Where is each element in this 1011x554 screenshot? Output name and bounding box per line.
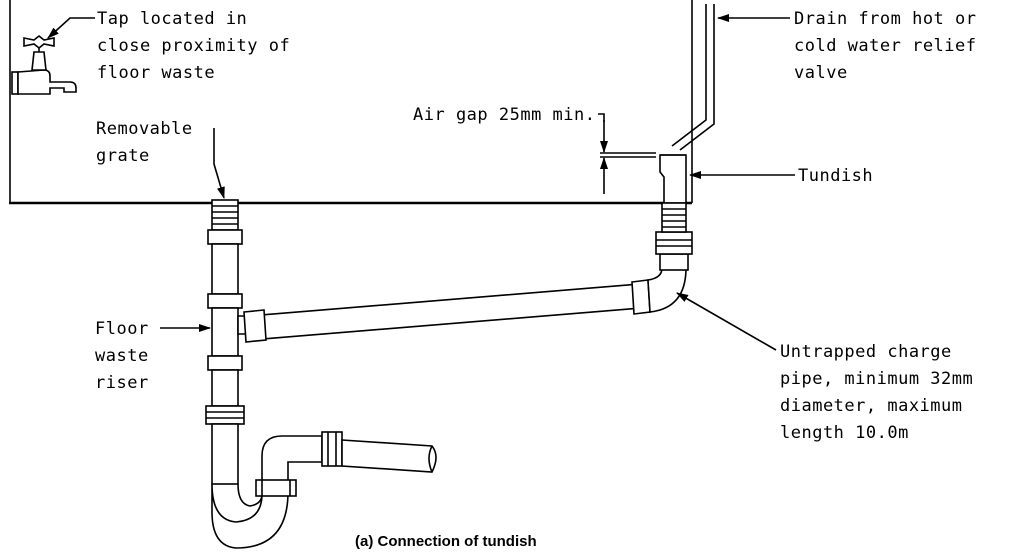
label-charge-pipe-line3: diameter, maximum: [780, 396, 963, 416]
label-tap: Tap located in close proximity of floor …: [97, 9, 290, 83]
label-charge-pipe-line1: Untrapped charge: [780, 342, 952, 362]
label-drain-line3: valve: [794, 63, 848, 83]
figure-caption: (a) Connection of tundish: [355, 533, 537, 549]
air-gap-dimension: [600, 120, 656, 194]
label-tap-line2: close proximity of: [97, 36, 290, 56]
floor-outline: [9, 0, 693, 205]
label-tap-line1: Tap located in: [97, 9, 247, 29]
label-tundish: Tundish: [798, 166, 873, 186]
label-drain-line1: Drain from hot or: [794, 9, 977, 29]
label-tap-line3: floor waste: [97, 63, 215, 83]
label-grate: Removable grate: [96, 119, 193, 166]
floor-waste-riser: [205, 199, 245, 485]
label-grate-line2: grate: [96, 146, 150, 166]
label-floor-waste-line3: riser: [95, 373, 149, 393]
tundish-icon: [659, 154, 687, 204]
label-floor-waste-line1: Floor: [95, 319, 149, 339]
label-floor-waste-line2: waste: [95, 346, 149, 366]
label-charge-pipe: Untrapped charge pipe, minimum 32mm diam…: [780, 342, 973, 443]
charge-pipe: [237, 202, 693, 343]
label-drain-line2: cold water relief: [794, 36, 977, 56]
label-charge-pipe-line4: length 10.0m: [780, 423, 909, 443]
label-drain: Drain from hot or cold water relief valv…: [794, 9, 977, 83]
label-grate-line1: Removable: [96, 119, 193, 139]
relief-drain-pipe: [671, 4, 715, 151]
p-trap: [211, 431, 437, 549]
leader-lines: [47, 14, 795, 351]
tap-icon: [11, 34, 77, 95]
label-air-gap: Air gap 25mm min.: [413, 105, 596, 125]
label-floor-waste: Floor waste riser: [95, 319, 149, 393]
label-charge-pipe-line2: pipe, minimum 32mm: [780, 369, 973, 389]
